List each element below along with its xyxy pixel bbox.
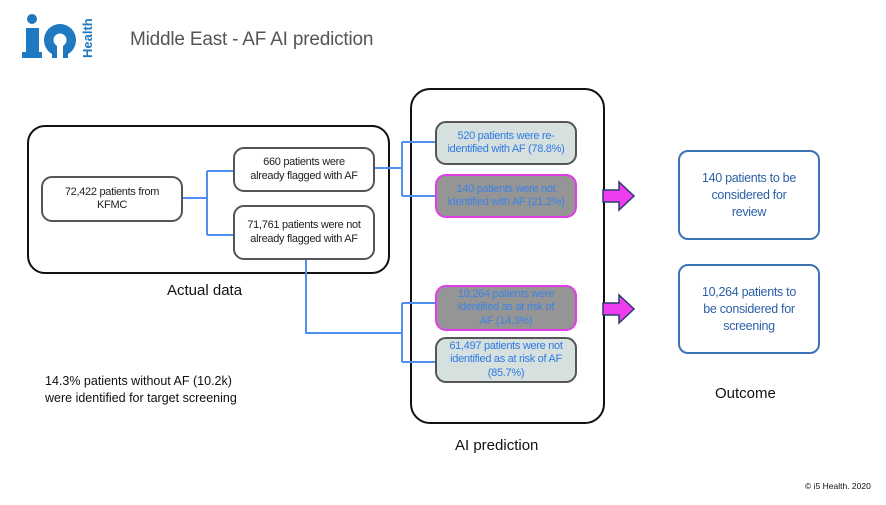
at-risk-text: 10,264 patients were identified as at ri… — [457, 287, 555, 327]
reidentified-text: 520 patients were re-identified with AF … — [447, 129, 565, 156]
not-at-risk-node: 61,497 patients were not identified as a… — [435, 337, 577, 383]
screening-outcome-node: 10,264 patients to be considered for scr… — [678, 264, 820, 354]
flagged-patients-text: 660 patients were already flagged with A… — [250, 156, 358, 182]
outcome-label: Outcome — [715, 385, 776, 402]
connector-not-flagged-to-ai — [305, 259, 436, 363]
not-identified-node: 140 patients were not identified with AF… — [435, 174, 577, 218]
review-outcome-text: 140 patients to be considered for review — [702, 170, 796, 219]
ai-prediction-label: AI prediction — [455, 437, 539, 454]
arrow-to-review — [602, 180, 636, 212]
source-patients-text: 72,422 patients from KFMC — [64, 185, 160, 212]
not-flagged-patients-node: 71,761 patients were not already flagged… — [233, 205, 375, 260]
summary-note-line-1: 14.3% patients without AF (10.2k) — [45, 374, 232, 388]
reidentified-node: 520 patients were re-identified with AF … — [435, 121, 577, 165]
logo-health-text: Health — [80, 18, 95, 58]
actual-data-label: Actual data — [167, 282, 243, 299]
at-risk-node: 10,264 patients were identified as at ri… — [435, 285, 577, 331]
connector-source-to-branches — [182, 170, 234, 236]
arrow-to-screening — [602, 293, 636, 325]
page-title: Middle East - AF AI prediction — [130, 29, 374, 50]
flagged-patients-node: 660 patients were already flagged with A… — [233, 147, 375, 192]
not-flagged-patients-text: 71,761 patients were not already flagged… — [247, 219, 361, 245]
copyright-text: © i5 Health. 2020 — [805, 481, 871, 491]
connector-flagged-to-ai — [374, 141, 436, 197]
i5-health-logo: Health — [22, 12, 112, 60]
logo-graphic: Health — [22, 14, 95, 58]
not-identified-text: 140 patients were not identified with AF… — [447, 182, 565, 209]
screening-outcome-text: 10,264 patients to be considered for scr… — [702, 284, 796, 333]
not-at-risk-text: 61,497 patients were not identified as a… — [449, 339, 563, 379]
source-patients-node: 72,422 patients from KFMC — [41, 176, 183, 222]
summary-note: 14.3% patients without AF (10.2k) were i… — [45, 373, 237, 407]
review-outcome-node: 140 patients to be considered for review — [678, 150, 820, 240]
summary-note-line-2: were identified for target screening — [45, 391, 237, 405]
